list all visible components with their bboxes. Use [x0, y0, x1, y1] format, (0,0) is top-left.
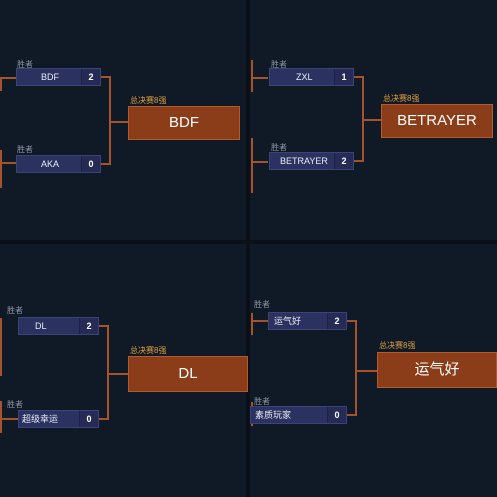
team-slot-top[interactable]: 运气好 2 [268, 312, 347, 330]
connector-line [101, 163, 111, 165]
team-slot-top[interactable]: DL 2 [18, 317, 99, 335]
connector-line [0, 162, 16, 164]
connector-line [99, 325, 109, 327]
team-name: BETRAYER [280, 156, 328, 166]
team-name: 运气好 [274, 316, 302, 326]
winner-tag: 胜者 [271, 143, 287, 152]
connector-line [0, 77, 16, 79]
connector-line [362, 119, 381, 121]
panel-divider-vertical [246, 0, 250, 497]
team-slot-bottom[interactable]: 超级幸运 0 [18, 410, 99, 428]
result-box[interactable]: BDF [128, 106, 240, 140]
team-score: 0 [81, 156, 100, 172]
team-slot-top[interactable]: ZXL 1 [269, 68, 354, 86]
connector-line [251, 60, 253, 92]
team-score: 2 [79, 318, 98, 334]
panel-divider-horizontal [0, 240, 497, 244]
connector-line [354, 76, 364, 78]
team-score: 2 [334, 153, 353, 169]
winner-tag: 胜者 [7, 400, 23, 409]
team-name: AKA [41, 159, 60, 169]
result-box[interactable]: 运气好 [377, 352, 497, 388]
connector-line [251, 138, 253, 193]
connector-line [347, 414, 357, 416]
connector-line [0, 418, 18, 420]
team-slot-top[interactable]: BDF 2 [16, 68, 101, 86]
connector-line [251, 77, 268, 79]
winner-tag: 胜者 [7, 306, 23, 315]
connector-line [251, 313, 253, 335]
team-score: 0 [79, 411, 98, 427]
connector-line [99, 418, 109, 420]
team-name: ZXL [296, 72, 313, 82]
team-score: 0 [327, 407, 346, 423]
winner-tag: 胜者 [17, 60, 33, 69]
connector-line [251, 161, 268, 163]
team-score: 2 [81, 69, 100, 85]
team-score: 1 [334, 69, 353, 85]
connector-line [355, 370, 377, 372]
round-label: 总决赛8强 [383, 94, 420, 103]
connector-line [251, 320, 268, 322]
team-name: BDF [41, 72, 59, 82]
round-label: 总决赛8强 [379, 341, 416, 350]
connector-line [354, 160, 364, 162]
connector-line [0, 401, 2, 433]
winner-tag: 胜者 [254, 300, 270, 309]
round-label: 总决赛8强 [130, 346, 167, 355]
connector-line [347, 320, 357, 322]
connector-line [0, 150, 2, 188]
winner-tag: 胜者 [254, 397, 270, 406]
connector-line [355, 320, 357, 416]
result-box[interactable]: BETRAYER [381, 104, 493, 138]
connector-line [109, 121, 128, 123]
connector-line [0, 77, 2, 91]
connector-line [107, 325, 109, 420]
connector-line [107, 373, 128, 375]
team-score: 2 [327, 313, 346, 329]
connector-line [109, 76, 111, 165]
team-slot-bottom[interactable]: BETRAYER 2 [269, 152, 354, 170]
team-name: 素质玩家 [255, 410, 292, 420]
team-name: 超级幸运 [22, 414, 59, 424]
round-label: 总决赛8强 [130, 96, 167, 105]
winner-tag: 胜者 [271, 60, 287, 69]
connector-line [101, 76, 111, 78]
team-name: DL [35, 321, 47, 331]
winner-tag: 胜者 [17, 145, 33, 154]
team-slot-bottom[interactable]: 素质玩家 0 [250, 406, 347, 424]
connector-line [0, 318, 2, 376]
team-slot-bottom[interactable]: AKA 0 [16, 155, 101, 173]
result-box[interactable]: DL [128, 356, 248, 392]
